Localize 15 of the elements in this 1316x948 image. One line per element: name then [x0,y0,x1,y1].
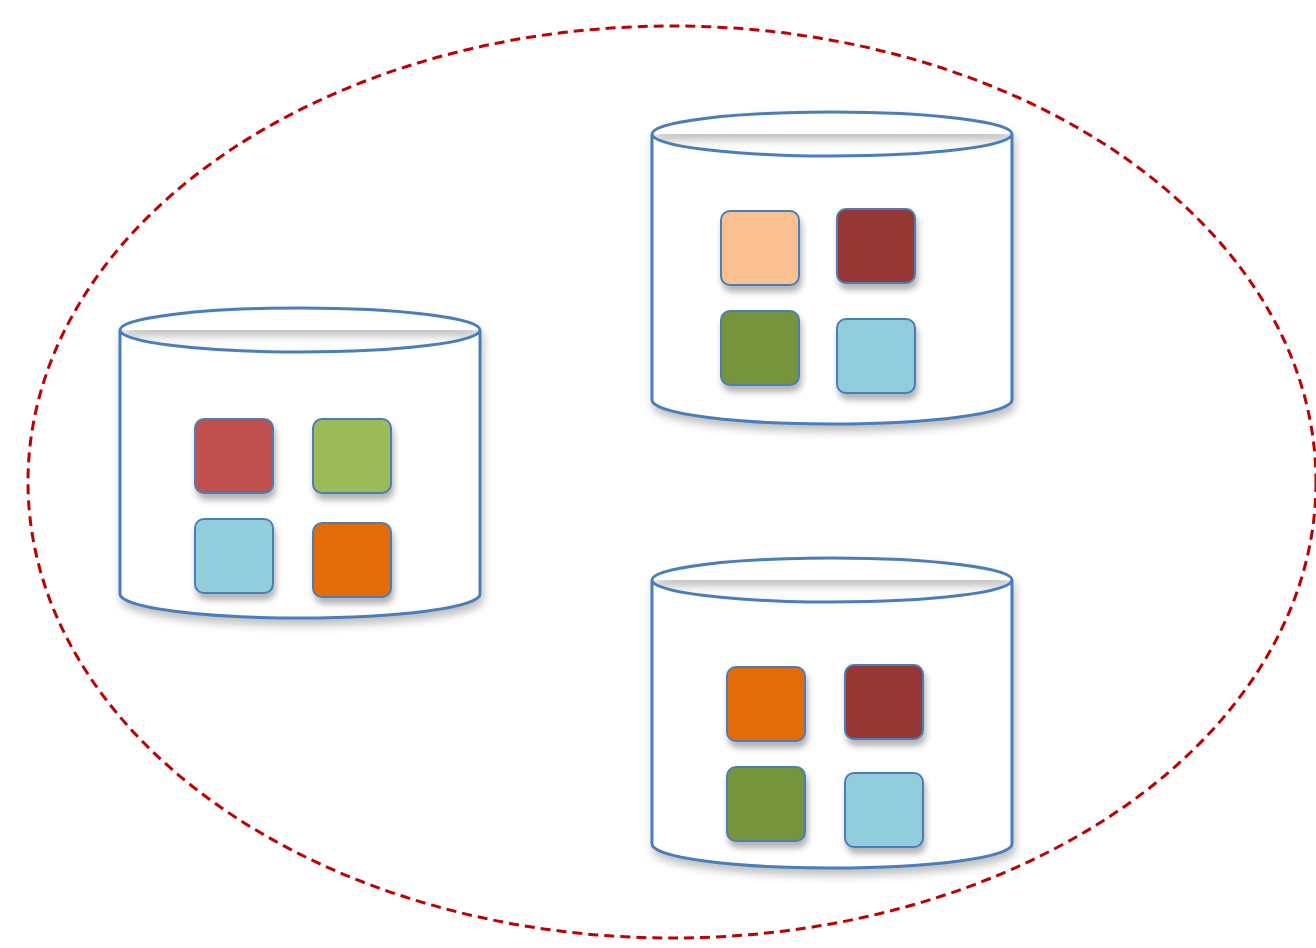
square-tile [844,772,924,848]
storage-cylinder [650,556,1014,868]
square-tile [194,518,274,594]
square-tile [726,766,806,842]
square-tile [844,664,924,740]
square-tile [312,522,392,598]
square-tile [194,418,274,494]
storage-cylinder [650,110,1014,424]
storage-cylinder [118,306,482,618]
square-tile [720,210,800,286]
square-tile [720,310,800,386]
square-tile [312,418,392,494]
square-tile [726,666,806,742]
square-tile [836,208,916,284]
square-tile [836,318,916,394]
